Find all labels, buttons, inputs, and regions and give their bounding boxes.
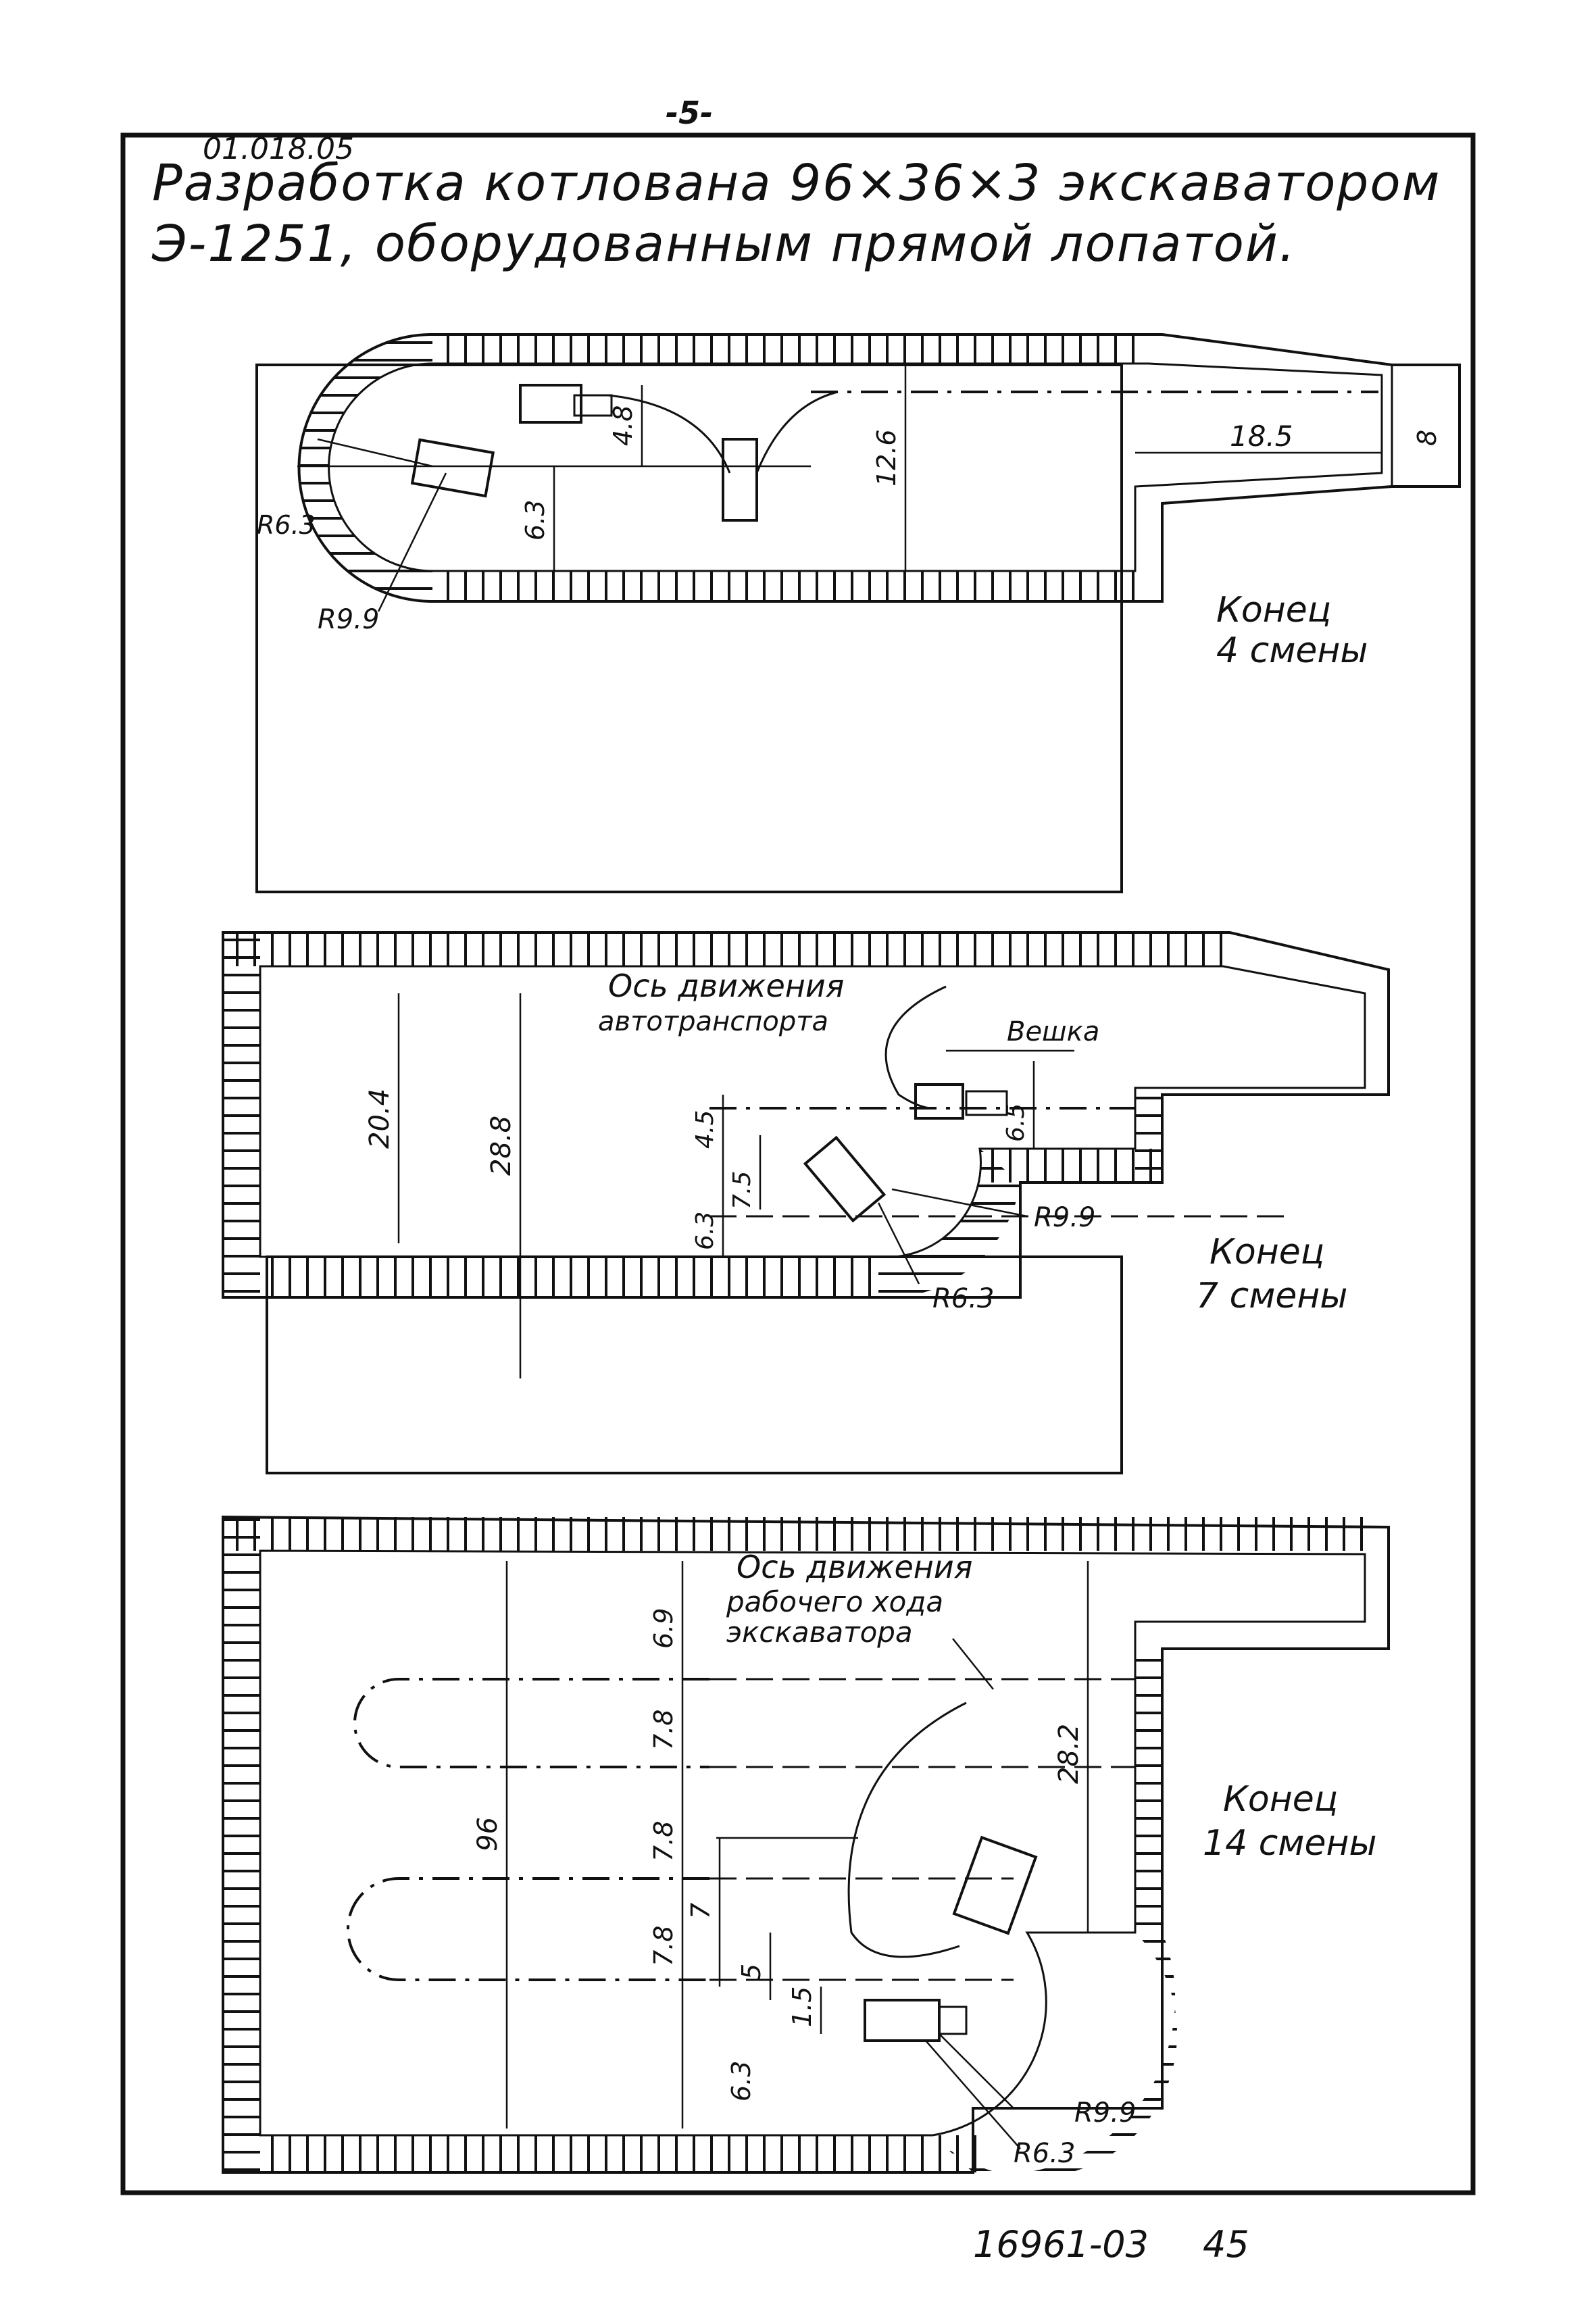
panel-3-radius-line-2 [925,2040,1021,2149]
panel-3-axis-label-line-1: Ось движения [737,1549,972,1585]
panel-2-radius-line-2 [877,1202,920,1285]
panel-3-dim-7: 7 [686,1903,716,1919]
panel-1-dim-18-5: 18.5 [1230,420,1293,453]
panel-1-excavator-bucket [410,438,495,498]
drawing-title-line-1: Разработка котлована 96×36×3 экскаваторо… [152,154,1441,212]
panel-2-radius-large: R9.9 [1034,1202,1095,1233]
panel-2-stage-line-2: 7 смены [1196,1276,1347,1316]
page-number: -5- [666,95,714,131]
panel-1-radius-small: R6.3 [257,510,316,540]
panel-2-dim-6-5: 6.5 [1002,1103,1030,1142]
panel-3-excavator-pass-lower [347,1877,709,1981]
panel-2-dim-6-3: 6.3 [691,1212,719,1250]
panel-2-slope-round [878,1149,1020,1298]
panel-2-marker-label: Вешка [1007,1016,1099,1047]
panel-2-slope-left [223,932,260,1297]
panel-1-slope-bottom [432,571,1135,601]
panel-1-dim-4-8: 4.8 [608,405,638,446]
panel-1-exit-ramp [1391,364,1461,488]
panel-3-radius-small: R6.3 [1014,2138,1075,2169]
panel-3-dim-28-2: 28.2 [1053,1724,1084,1784]
panel-3-radius-line [939,2033,1014,2109]
panel-3-end-of-shift-14: 96 6.9 7.8 7.8 7.8 7 5 6.3 1.5 28.2 Ось … [222,1515,1390,2178]
panel-1-site-outline [255,364,1123,893]
panel-2-dim-28-8: 28.8 [486,1116,517,1176]
panel-3-axis-label-leader [952,1638,994,1690]
panel-1-dim-12-6: 12.6 [872,429,901,487]
panel-3-slope-left [223,1517,260,2172]
panel-1-excavator-boom [573,394,613,417]
panel-3-dim-96: 96 [472,1817,503,1851]
panel-3-axis-label-line-2: рабочего хода [726,1585,943,1618]
panel-3-dim-6-9: 6.9 [649,1608,678,1649]
panel-2-slope-ramp-side [1135,1095,1162,1183]
panel-1-radius-line-2 [377,472,447,612]
panel-2-truck [803,1135,887,1223]
panel-3-movement-path [847,1701,967,1958]
panel-2-axis-label-line-1: Ось движения [608,968,844,1004]
panel-2-stage-line-1: Конец [1210,1232,1324,1272]
panel-1-slope-round-end [299,334,432,601]
panel-3-excavator-forward [952,1835,1038,1935]
sheet-frame [120,132,1476,2195]
panel-1-dim-8: 8 [1412,430,1442,446]
panel-2-excavator [914,1083,964,1120]
panel-2-end-of-shift-7: 20.4 28.8 4.5 6.3 7.5 6.5 Ось движения а… [222,931,1390,1474]
panel-3-excavator-current-boom [938,2006,968,2035]
panel-3-dim-7-8-c: 7.8 [649,1926,678,1966]
footer-sheet-number: 45 [1203,2223,1249,2266]
panel-3-stage-line-2: 14 смены [1203,1823,1377,1864]
panel-3-radius-large: R9.9 [1074,2097,1136,2129]
panel-1-slope-top [432,334,1149,364]
panel-1-pit-inner-edge [328,362,1383,572]
panel-1-radius-line [317,438,433,468]
panel-2-slope-bottom [260,1257,882,1297]
panel-2-slope-top [223,932,1223,966]
panel-2-radius-line [891,1188,1028,1218]
panel-1-truck [722,438,758,522]
panel-1-end-of-shift-4: 4.8 6.3 12.6 18.5 8 R6.3 R9.9 Конец 4 см… [255,333,1461,893]
panel-2-excavator-boom [965,1090,1008,1116]
panel-3-dim-7-8-a: 7.8 [649,1710,678,1750]
panel-1-truck-path [607,391,839,474]
panel-3-slope-right [1135,1649,1162,1933]
panel-2-axis-label-line-2: автотранспорта [598,1006,828,1037]
footer-document-code: 16961-03 [973,2223,1149,2266]
panel-3-axis-label-line-3: экскаватора [726,1616,913,1649]
panel-2-dim-20-4: 20.4 [364,1089,395,1149]
panel-1-excavator [519,384,582,424]
panel-3-slope-top [223,1517,1372,1551]
panel-3-dim-5: 5 [737,1964,766,1980]
panel-1-stage-line-2: 4 смены [1216,630,1368,671]
panel-3-stage-line-1: Конец [1223,1779,1338,1820]
panel-1-stage-line-1: Конец [1216,590,1331,630]
drawing-title-line-2: Э-1251, оборудованным прямой лопатой. [152,215,1297,273]
panel-2-dim-7-5: 7.5 [728,1171,756,1210]
panel-1-radius-large: R9.9 [318,604,379,635]
panel-3-dim-1-5: 1.5 [787,1987,817,2027]
panel-3-excavator-current [864,1999,941,2042]
panel-3-dim-7-8-b: 7.8 [649,1821,678,1862]
panel-1-dim-6-3: 6.3 [520,500,550,541]
panel-2-radius-small: R6.3 [932,1283,994,1314]
panel-3-pit-inner-edge [259,1549,1366,2137]
panel-2-truck-path [884,985,947,1110]
panel-3-slope-bottom [260,2135,976,2172]
panel-3-dim-6-3: 6.3 [726,2061,756,2101]
panel-2-dim-4-5: 4.5 [691,1110,719,1149]
